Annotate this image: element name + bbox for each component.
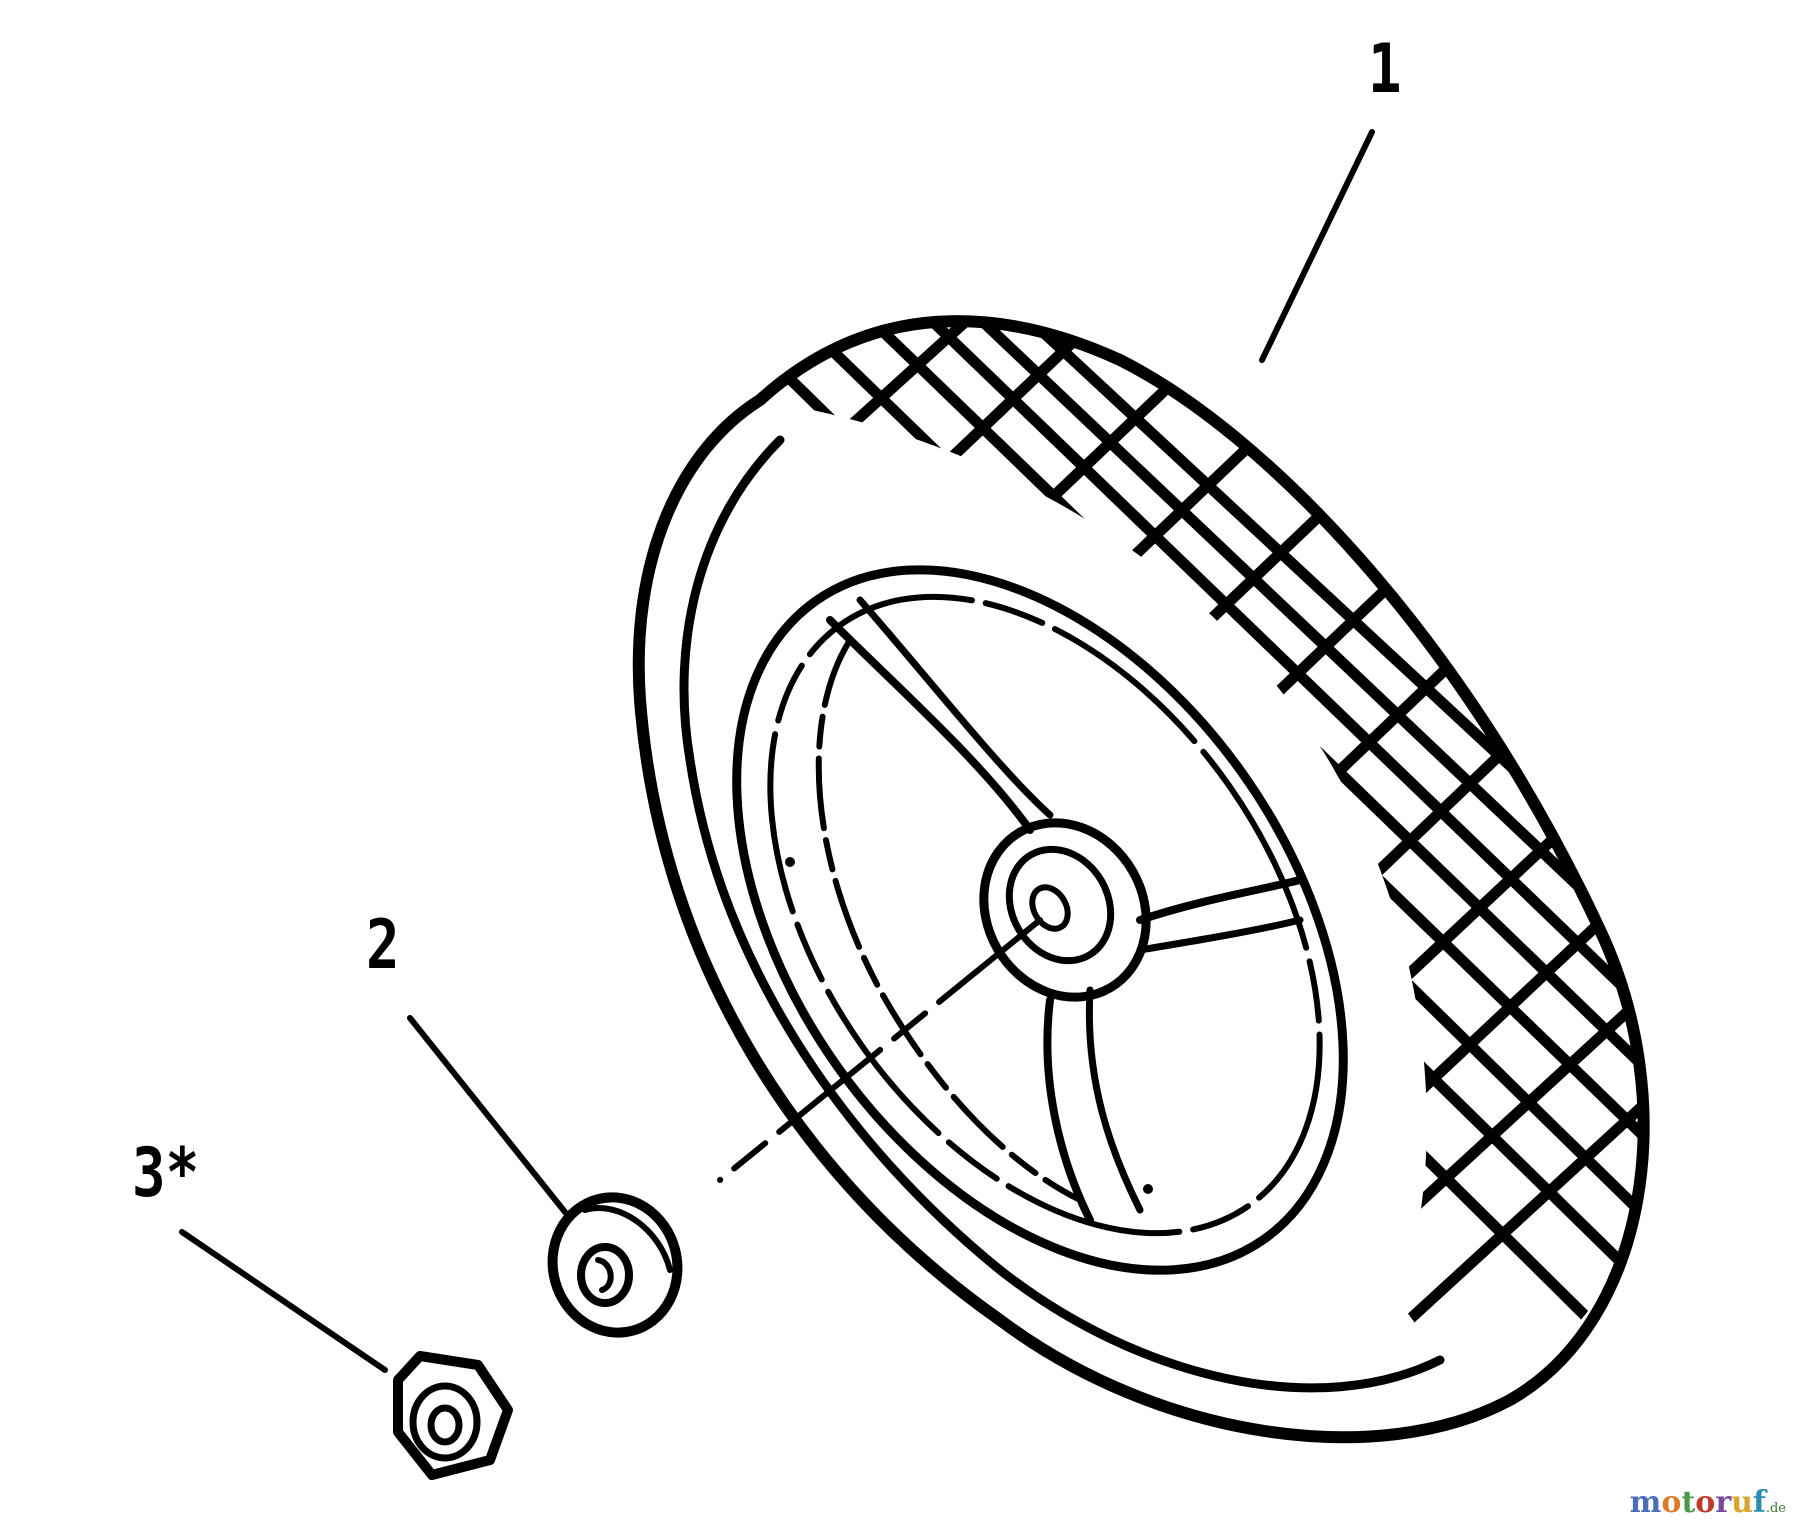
tread-pattern	[760, 321, 1645, 1375]
watermark-letter: t	[1681, 1485, 1696, 1520]
leader-line-2	[407, 1015, 568, 1215]
callout-label-1: 1	[1368, 30, 1402, 109]
leader-line-1	[1259, 129, 1375, 363]
watermark-letter: u	[1731, 1485, 1753, 1520]
callout-label-3: 3*	[132, 1134, 200, 1213]
washer-icon	[547, 1192, 683, 1338]
tire-outline	[632, 315, 1650, 1444]
watermark-tld: .de	[1765, 1501, 1786, 1516]
rim-outer	[732, 565, 1348, 1275]
hub-bore	[1029, 884, 1071, 932]
spoke-lower	[1043, 996, 1094, 1224]
rim-recess	[815, 637, 1083, 1203]
spoke-upper	[826, 616, 1034, 834]
hex-nut-icon	[393, 1351, 513, 1480]
spoke-lower-b	[1085, 986, 1144, 1214]
watermark-letter: f	[1752, 1485, 1766, 1520]
hub-inner	[1005, 845, 1115, 965]
axle-line	[717, 917, 1043, 1183]
watermark-letter: o	[1661, 1485, 1682, 1520]
leader-line-3	[179, 1229, 388, 1373]
hub-outer	[979, 818, 1151, 1002]
spoke-right	[1136, 876, 1304, 924]
spoke-right-b	[1136, 916, 1304, 954]
rim-inner	[767, 593, 1323, 1237]
wheel-icon	[632, 315, 1650, 1444]
callout-label-2: 2	[366, 906, 400, 985]
watermark-letter: r	[1715, 1485, 1732, 1520]
watermark-letter: o	[1695, 1485, 1716, 1520]
spoke-upper-b	[856, 596, 1054, 819]
sidewall-line	[679, 435, 1445, 1393]
motoruf-watermark-logo: motoruf.de	[1630, 1485, 1786, 1520]
watermark-letter: m	[1629, 1485, 1662, 1520]
watermark-letters: motoruf	[1630, 1485, 1766, 1520]
